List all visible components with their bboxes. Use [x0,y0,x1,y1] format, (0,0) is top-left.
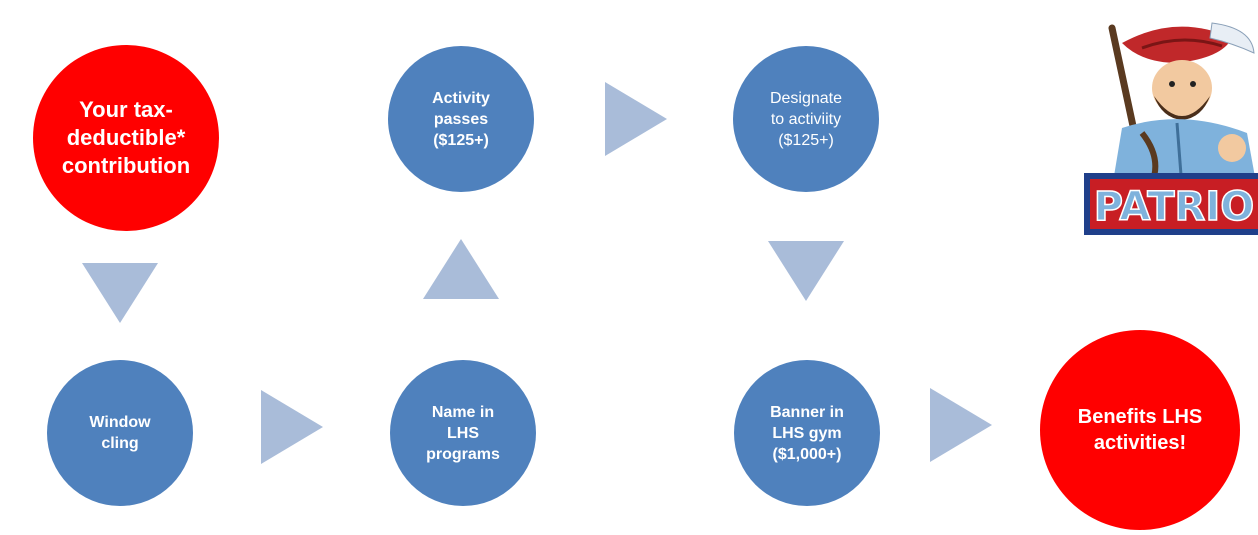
patriots-logo: PATRIO [1084,22,1258,235]
node-designate-label: Designate to activiity ($125+) [769,89,843,149]
arrow-right-banner-to-benefits [930,388,992,462]
node-benefits-label: Benefits LHS activities! [1077,406,1203,454]
node-banner: Banner in LHS gym ($1,000+) [734,360,880,506]
node-contribution-label: Your tax- deductible* contribution [61,97,191,178]
node-window-cling: Window cling [47,360,193,506]
arrow-down-designate-to-banner [768,241,844,301]
node-benefits: Benefits LHS activities! [1040,330,1240,530]
logo-text: PATRIO [1094,184,1254,230]
arrow-right-window-to-name [261,390,323,464]
node-window-cling-label: Window cling [89,414,151,452]
node-activity-passes-label: Activity passes ($125+) [432,89,490,149]
node-name-in-programs-label: Name in LHS programs [426,403,500,463]
node-contribution: Your tax- deductible* contribution [33,45,219,231]
node-activity-passes: Activity passes ($125+) [388,46,534,192]
arrow-up-name-to-passes [423,239,499,299]
arrow-right-passes-to-designate [605,82,667,156]
arrow-down-contribution-to-window [82,263,158,323]
node-designate: Designate to activiity ($125+) [733,46,879,192]
node-name-in-programs: Name in LHS programs [390,360,536,506]
node-banner-label: Banner in LHS gym ($1,000+) [770,403,844,463]
